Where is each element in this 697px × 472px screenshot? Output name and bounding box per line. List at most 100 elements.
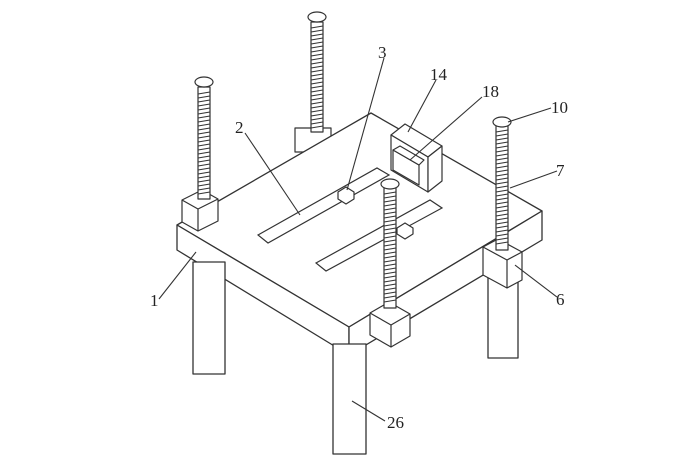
thread-line [197, 147, 211, 151]
thread-line [310, 49, 324, 53]
thread-line [383, 263, 397, 267]
thread-line [383, 199, 397, 203]
thread-line [383, 235, 397, 239]
thread-line [495, 133, 509, 137]
thread-line [197, 183, 211, 187]
thread-line [495, 173, 509, 177]
label-2: 2 [235, 118, 244, 137]
thread-line [383, 211, 397, 215]
thread-line [495, 217, 509, 221]
support-block-front [369, 301, 411, 348]
thread-line [495, 137, 509, 141]
thread-line [383, 259, 397, 263]
thread-line [383, 215, 397, 219]
label-1: 1 [150, 291, 159, 310]
thread-line [495, 229, 509, 233]
thread-line [197, 175, 211, 179]
label-6: 6 [556, 290, 565, 309]
thread-line [197, 191, 211, 195]
thread-line [383, 299, 397, 303]
screw-rod-7 [492, 116, 512, 251]
thread-line [495, 197, 509, 201]
table-leg-back-right [487, 274, 519, 359]
thread-line [310, 65, 324, 69]
thread-line [197, 155, 211, 159]
thread-line [495, 241, 509, 245]
thread-line [383, 223, 397, 227]
thread-line [495, 145, 509, 149]
thread-line [383, 287, 397, 291]
thread-line [495, 177, 509, 181]
table-leg-26 [332, 343, 367, 455]
thread-line [310, 57, 324, 61]
thread-line [495, 169, 509, 173]
label-18: 18 [482, 82, 499, 101]
slider-block-lower [396, 222, 414, 240]
thread-line [197, 111, 211, 115]
thread-line [383, 203, 397, 207]
thread-line [383, 251, 397, 255]
leader-lines [158, 57, 558, 422]
thread-line [495, 157, 509, 161]
thread-line [495, 165, 509, 169]
thread-line [495, 141, 509, 145]
thread-line [495, 225, 509, 229]
thread-line [495, 213, 509, 217]
thread-line [310, 89, 324, 93]
thread-line [197, 127, 211, 131]
screw-rod-left [194, 76, 214, 200]
thread-line [495, 149, 509, 153]
thread-line [197, 95, 211, 99]
thread-line [383, 243, 397, 247]
label-26: 26 [387, 413, 404, 432]
thread-line [197, 91, 211, 95]
thread-line [383, 231, 397, 235]
thread-line [310, 29, 324, 33]
thread-line [197, 99, 211, 103]
thread-line [383, 195, 397, 199]
thread-line [383, 207, 397, 211]
thread-line [197, 143, 211, 147]
thread-line [383, 283, 397, 287]
thread-line [197, 103, 211, 107]
thread-line [197, 107, 211, 111]
thread-line [197, 179, 211, 183]
thread-line [495, 129, 509, 133]
thread-line [310, 105, 324, 109]
guide-slot-upper [256, 167, 391, 244]
thread-line [383, 227, 397, 231]
thread-line [495, 193, 509, 197]
thread-line [197, 159, 211, 163]
table-top [176, 112, 543, 356]
thread-line [383, 291, 397, 295]
thread-line [197, 123, 211, 127]
thread-line [197, 167, 211, 171]
thread-line [310, 41, 324, 45]
thread-line [495, 161, 509, 165]
thread-line [495, 233, 509, 237]
thread-line [310, 117, 324, 121]
thread-line [383, 271, 397, 275]
thread-line [310, 97, 324, 101]
thread-line [310, 25, 324, 29]
thread-line [197, 135, 211, 139]
thread-line [495, 205, 509, 209]
thread-line [310, 101, 324, 105]
thread-line [197, 187, 211, 191]
thread-line [310, 85, 324, 89]
thread-line [383, 239, 397, 243]
thread-line [310, 77, 324, 81]
thread-line [495, 185, 509, 189]
label-14: 14 [430, 65, 448, 84]
thread-line [495, 181, 509, 185]
thread-line [197, 139, 211, 143]
thread-line [197, 119, 211, 123]
thread-line [310, 109, 324, 113]
slider-block-3 [337, 186, 355, 205]
screw-rod-front [380, 178, 400, 309]
label-7: 7 [556, 161, 565, 180]
thread-line [197, 171, 211, 175]
table-leg-front-left [192, 261, 226, 375]
thread-line [310, 45, 324, 49]
